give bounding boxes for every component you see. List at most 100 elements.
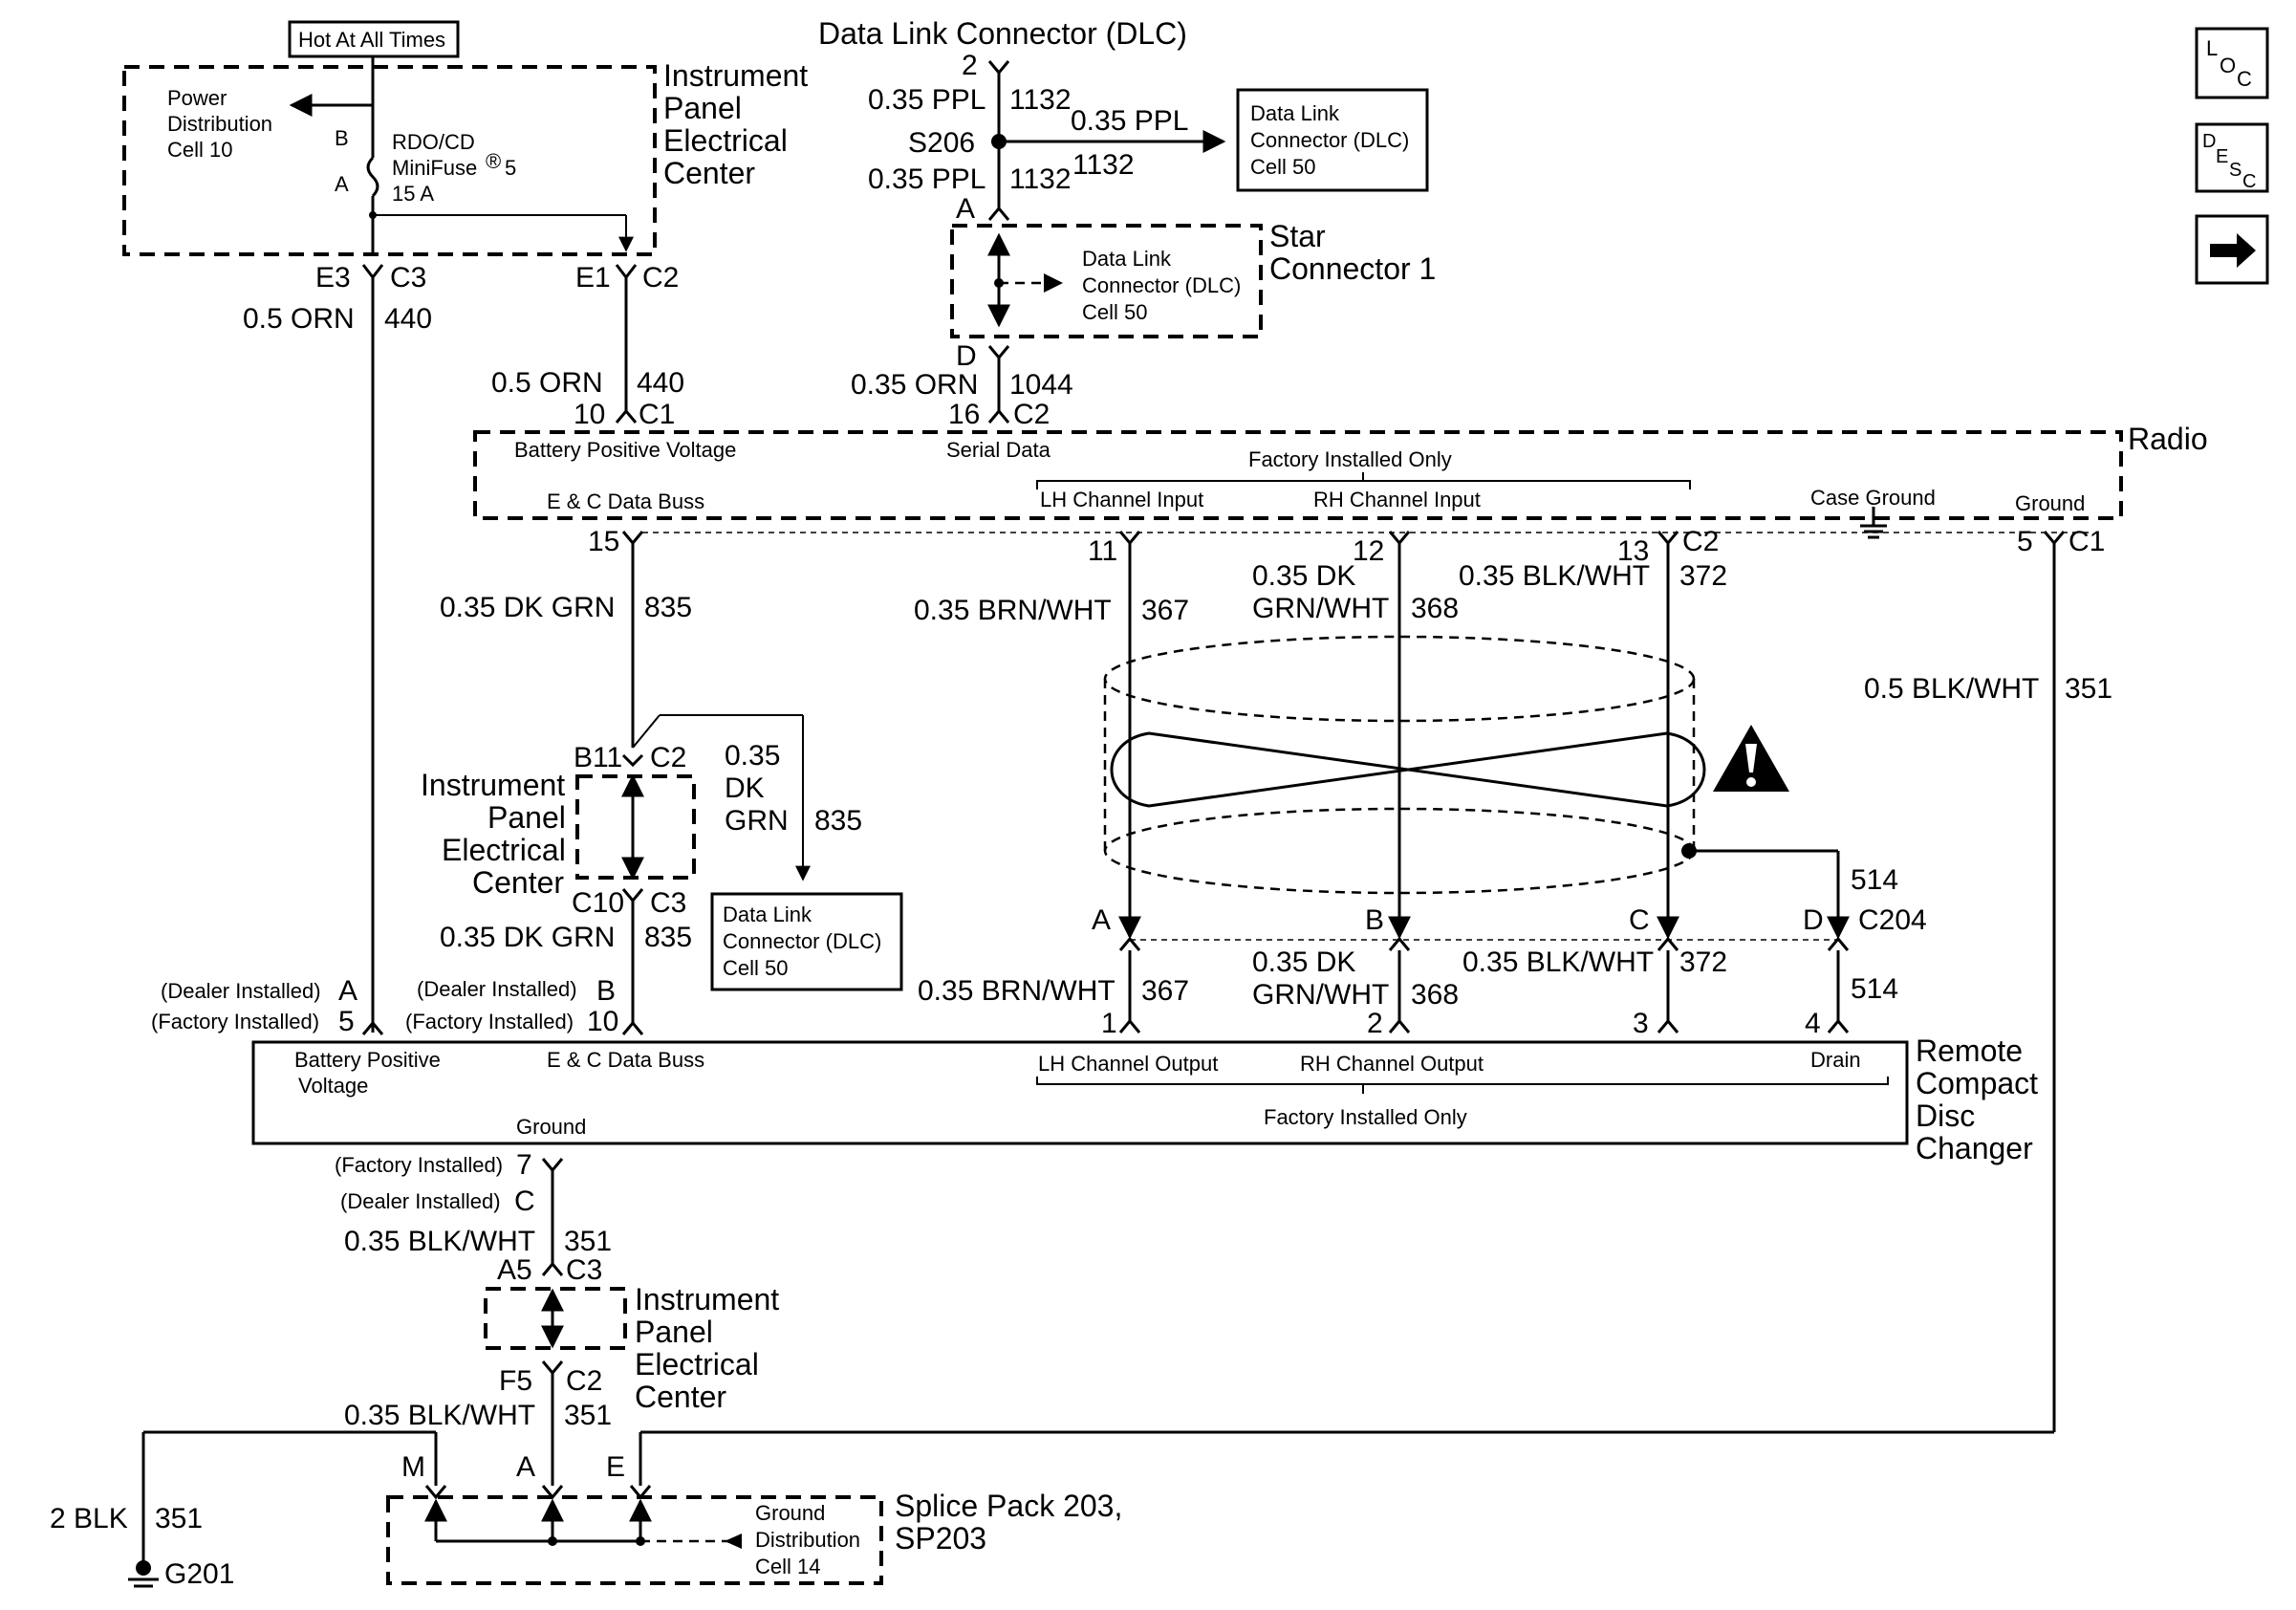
wire-351-number: 351 xyxy=(2065,673,2112,705)
sp-pin-m: M xyxy=(401,1451,425,1483)
c204-pin-c: C xyxy=(1629,904,1650,936)
ipec-bot-label-4: Center xyxy=(635,1380,726,1414)
conn-c204: C204 xyxy=(1858,904,1927,936)
desc-letter-s: S xyxy=(2229,160,2242,181)
ground-path: (Factory Installed) 7 (Dealer Installed)… xyxy=(50,1149,2054,1590)
cd-changer-box: Battery Positive Voltage E & C Data Buss… xyxy=(251,1033,2038,1165)
wire-835c-color: 0.35 DK GRN xyxy=(440,922,615,953)
wire-351c-color: 0.35 BLK/WHT xyxy=(344,1400,535,1431)
cdc-ec-label: E & C Data Buss xyxy=(547,1048,704,1072)
star-connector-label-1: Star xyxy=(1269,219,1326,253)
fuse-label-1: RDO/CD xyxy=(392,130,475,154)
ipec-bot-label-1: Instrument xyxy=(635,1282,779,1316)
radio-factory-label: Factory Installed Only xyxy=(1248,447,1452,471)
c204-pin-b: B xyxy=(1365,904,1384,936)
fuse-pin-b: B xyxy=(335,126,349,150)
warning-icon xyxy=(1713,725,1789,792)
connector-e3-c3: E3 C3 0.5 ORN 440 xyxy=(243,262,432,1033)
cdc-bat-label-2: Voltage xyxy=(298,1074,368,1098)
dlc2-label-1: Data Link xyxy=(723,903,812,926)
cdc-pin-1: 1 xyxy=(1101,1008,1117,1039)
ground-g201-label: G201 xyxy=(164,1558,234,1590)
hot-at-all-times-label: Hot At All Times xyxy=(298,28,445,52)
wire-372b-color: 0.35 BLK/WHT xyxy=(1462,946,1654,978)
desc-button[interactable]: D E S C xyxy=(2195,122,2269,193)
arrow-right-icon xyxy=(2210,233,2256,268)
wire-440-number: 440 xyxy=(384,303,432,335)
cdc-title-4: Changer xyxy=(1916,1131,2033,1165)
radio-conn-c1b: C1 xyxy=(2069,526,2105,557)
radio-pin-5: 5 xyxy=(2017,526,2033,557)
cdc-rh-label: RH Channel Output xyxy=(1300,1052,1484,1076)
wire-835: 0.35 DK GRN 835 0.35 DK GRN 835 Data Lin… xyxy=(421,531,2093,1035)
wire-367b-color: 0.35 BRN/WHT xyxy=(918,975,1116,1007)
cdc-title-2: Compact xyxy=(1916,1066,2038,1100)
loc-letter-o: O xyxy=(2220,54,2236,77)
cdc-pin-a: A xyxy=(338,975,357,1007)
wire-372-number: 372 xyxy=(1679,560,1727,592)
radio-pin-15: 15 xyxy=(588,526,619,557)
conn-c3c: C3 xyxy=(566,1254,602,1286)
dlc-title: Data Link Connector (DLC) xyxy=(818,16,1187,51)
star-dlc-label-3: Cell 50 xyxy=(1082,300,1147,324)
cdc-pin-10: 10 xyxy=(587,1006,618,1037)
wire-440-color: 0.5 ORN xyxy=(243,303,355,335)
splice-pack-title-1: Splice Pack 203, xyxy=(895,1489,1122,1523)
desc-letter-e: E xyxy=(2216,146,2228,167)
connector-e1-c2: E1 C2 0.5 ORN 440 10 C1 xyxy=(491,262,684,430)
factory-installed-label-10: (Factory Installed) xyxy=(405,1010,574,1033)
fuse-number: 5 xyxy=(505,156,516,180)
loc-button[interactable]: L O C xyxy=(2195,27,2269,99)
wire-368-color-1: 0.35 DK xyxy=(1252,560,1355,592)
conn-c3: C3 xyxy=(390,262,426,294)
cdc-title-3: Disc xyxy=(1916,1099,1975,1133)
dlc2-label-3: Cell 50 xyxy=(723,956,788,980)
sp-pin-a: A xyxy=(516,1451,535,1483)
fuse-reg-mark: ® xyxy=(486,149,501,173)
radio-conn-c2b: C2 xyxy=(1682,526,1719,557)
radio-rh-label: RH Channel Input xyxy=(1313,488,1481,511)
dlc-box-label-2: Connector (DLC) xyxy=(1250,128,1409,152)
wire-835b-label-1: 0.35 xyxy=(725,740,780,772)
pin-e3: E3 xyxy=(315,262,351,294)
dlc-box-label-3: Cell 50 xyxy=(1250,155,1315,179)
wire-835-color: 0.35 DK GRN xyxy=(440,592,615,623)
pin-f5: F5 xyxy=(499,1365,532,1397)
factory-installed-label-5: (Factory Installed) xyxy=(151,1010,319,1033)
pin-a5: A5 xyxy=(497,1254,532,1286)
wire-367-color: 0.35 BRN/WHT xyxy=(914,595,1112,626)
star-dlc-label-1: Data Link xyxy=(1082,247,1172,271)
ipec-bot-label-3: Electrical xyxy=(635,1347,759,1382)
wire-351d-color: 2 BLK xyxy=(50,1503,128,1534)
conn-c2c: C2 xyxy=(650,742,686,773)
wire-372-color: 0.35 BLK/WHT xyxy=(1459,560,1650,592)
cdc-pin-c: C xyxy=(514,1186,535,1217)
loc-letter-c: C xyxy=(2237,67,2252,91)
wire-835c-number: 835 xyxy=(644,922,692,953)
wire-1132c-color: 0.35 PPL xyxy=(868,163,986,195)
power-distribution-label-2: Distribution xyxy=(167,112,272,136)
dlc-pin-2: 2 xyxy=(962,50,978,81)
sp-ground-label-3: Cell 14 xyxy=(755,1555,820,1578)
ipec-mid-label-4: Center xyxy=(472,865,564,900)
radio-pin-11: 11 xyxy=(1088,535,1117,567)
wire-440b-number: 440 xyxy=(637,367,684,399)
ipec-mid-label-3: Electrical xyxy=(442,833,566,867)
wire-835b-label-2: DK xyxy=(725,772,765,804)
wire-368b-color-1: 0.35 DK xyxy=(1252,946,1355,978)
wire-351b-number: 351 xyxy=(564,1226,612,1257)
wire-1132b-number: 1132 xyxy=(1072,149,1135,181)
dlc2-label-2: Connector (DLC) xyxy=(723,929,881,953)
cdc-pin-4: 4 xyxy=(1805,1008,1821,1039)
next-button[interactable] xyxy=(2195,214,2269,285)
wire-351c-number: 351 xyxy=(564,1400,612,1431)
cdc-left-pins: (Dealer Installed) A (Factory Installed)… xyxy=(151,975,618,1037)
radio-pin-16: 16 xyxy=(948,399,980,430)
cdc-drain-label: Drain xyxy=(1810,1048,1861,1072)
wire-351-color: 0.5 BLK/WHT xyxy=(1864,673,2039,705)
c204-pin-d: D xyxy=(1803,904,1824,936)
conn-c2d: C2 xyxy=(566,1365,602,1397)
sp-ground-label-2: Distribution xyxy=(755,1528,860,1552)
radio-pin-13: 13 xyxy=(1617,535,1649,567)
sp-ground-label-1: Ground xyxy=(755,1501,825,1525)
